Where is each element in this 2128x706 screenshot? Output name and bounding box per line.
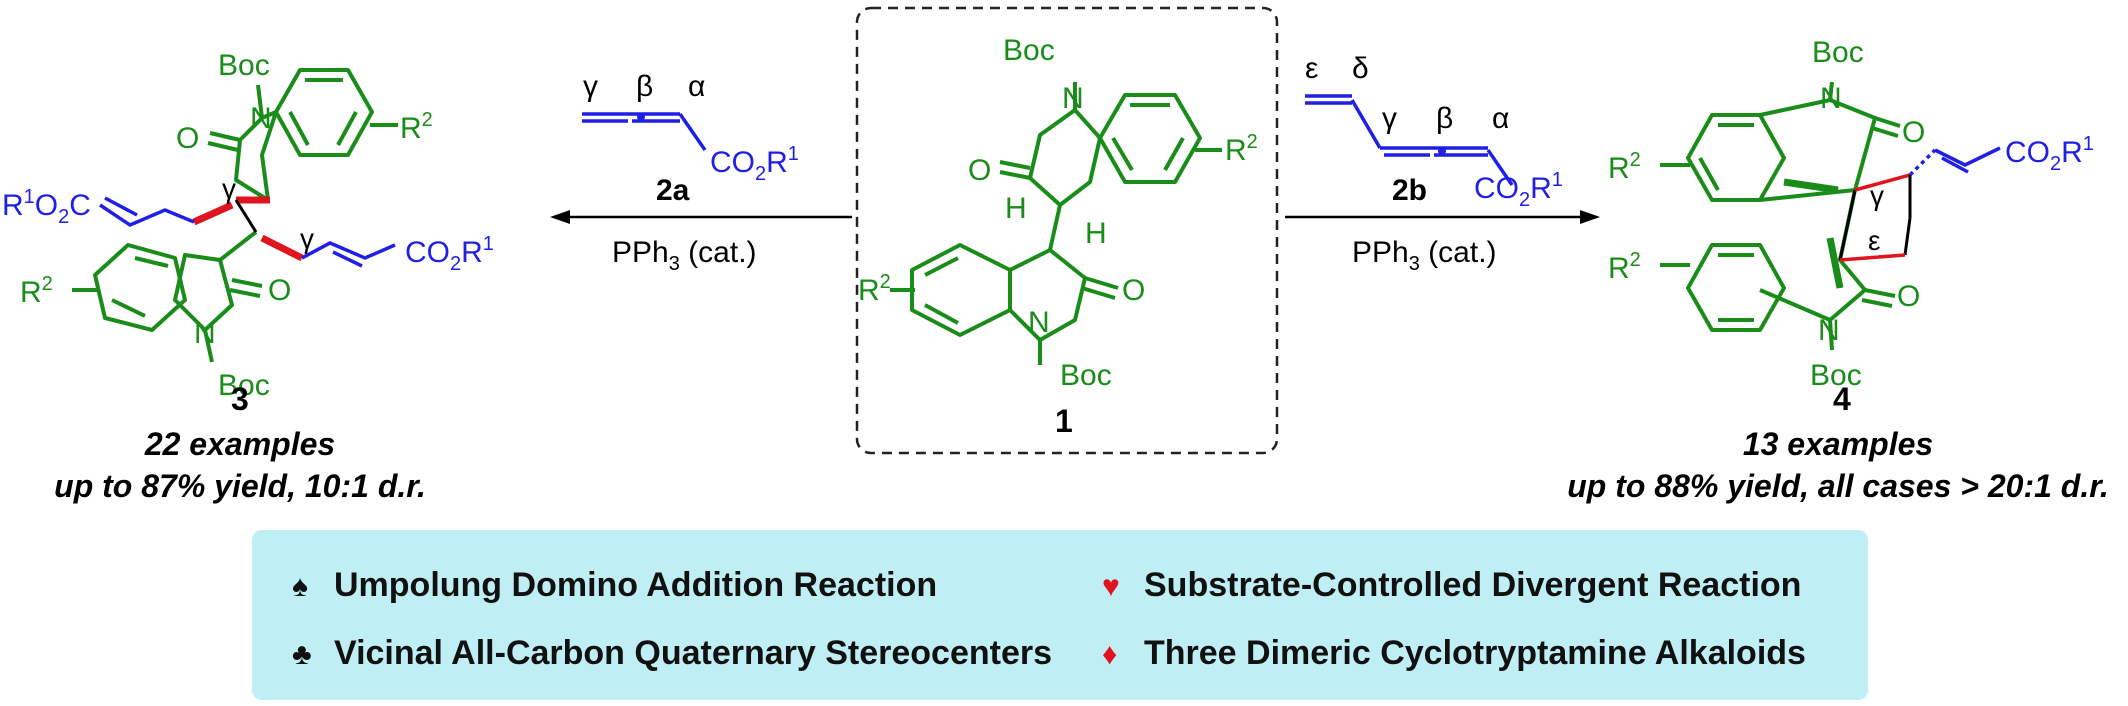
product-4-r2-bottom: R2	[1608, 249, 1641, 285]
product-3-side-chains	[99, 196, 396, 268]
feature-item-umpolung: ♠ Umpolung Domino Addition Reaction	[292, 566, 937, 605]
reactant-1-o-bottom: O	[1122, 274, 1145, 307]
product-3-label: 3	[231, 381, 249, 417]
reactant-1-r2-left: R2	[858, 271, 891, 307]
product-4-boc-bottom: Boc	[1810, 359, 1862, 392]
reagent-2b-label: 2b	[1392, 174, 1427, 207]
reagent-2a-structure	[582, 112, 707, 151]
product-4-ester: CO2R1	[2005, 133, 2094, 175]
reagent-2b-central-carbon	[1438, 147, 1446, 155]
reactant-1-structure	[890, 82, 1222, 365]
reactant-1-boc-top: Boc	[1003, 34, 1055, 67]
product-4-n-bottom: N	[1818, 314, 1840, 347]
product-3-labels: Boc N O O N Boc R2 R2	[20, 49, 433, 402]
reagent-2a-central-carbon	[637, 113, 645, 121]
product-3-r2-top: R2	[400, 109, 433, 145]
arrowhead-left	[550, 210, 570, 224]
diamond-icon: ♦	[1102, 638, 1118, 671]
heart-icon: ♥	[1102, 570, 1120, 603]
product-3-o-top: O	[176, 122, 199, 155]
product-4-cyclopentane	[1838, 189, 1912, 261]
product-3-structure	[72, 68, 398, 363]
product-4-o-top: O	[1902, 116, 1925, 149]
product-4-o-bottom: O	[1897, 280, 1920, 313]
product-4-epsilon: ε	[1868, 225, 1880, 256]
feature-text: Three Dimeric Cyclotryptamine Alkaloids	[1144, 634, 1806, 672]
reagent-2a-ester: CO2R1	[710, 143, 799, 185]
reactant-1-h-bottom: H	[1085, 217, 1107, 250]
feature-item-quaternary: ♣ Vicinal All-Carbon Quaternary Stereocen…	[292, 634, 1052, 673]
product-3-yield: up to 87% yield, 10:1 d.r.	[54, 468, 426, 504]
reagent-2a-alpha: α	[688, 70, 705, 103]
product-4-boc-top: Boc	[1812, 36, 1864, 69]
product-3-boc-bottom: Boc	[218, 369, 270, 402]
reactant-1-dashed-box	[855, 6, 1279, 455]
reagent-2a-gamma: γ	[583, 70, 598, 103]
product-3-n-bottom: N	[194, 317, 216, 350]
reagent-2b-catalyst: PPh3 (cat.)	[1352, 236, 1497, 275]
product-3-gamma-top: γ	[222, 173, 236, 204]
product-4-gamma: γ	[1870, 180, 1884, 211]
reagent-2b-ester: CO2R1	[1474, 169, 1563, 211]
feature-item-divergent: ♥ Substrate-Controlled Divergent Reaction	[1102, 566, 1801, 605]
reagent-2a-labels: γ β α 2a	[583, 70, 705, 207]
product-4-structure	[1660, 81, 1901, 351]
reactant-1-boc-bottom: Boc	[1060, 359, 1112, 392]
feature-text: Vicinal All-Carbon Quaternary Stereocent…	[334, 634, 1053, 672]
reagent-2a-catalyst: PPh3 (cat.)	[612, 236, 757, 275]
product-4-labels: Boc N O O N Boc R2 R2	[1608, 36, 1925, 392]
product-4-n-top: N	[1820, 82, 1842, 115]
product-4-yield: up to 88% yield, all cases > 20:1 d.r.	[1567, 468, 2109, 504]
reactant-1-r2-right: R2	[1225, 131, 1258, 167]
product-4-label: 4	[1833, 381, 1851, 417]
reagent-2b-epsilon: ε	[1305, 52, 1318, 85]
feature-text: Substrate-Controlled Divergent Reaction	[1144, 566, 1802, 604]
reagent-2b-alpha: α	[1492, 102, 1509, 135]
product-3-ester-left: R1O2C	[2, 186, 91, 228]
product-4-side-chain	[1908, 146, 2001, 177]
product-4-r2-top: R2	[1608, 149, 1641, 185]
reagent-2b-structure	[1305, 94, 1514, 186]
product-3-ester-right: CO2R1	[405, 233, 494, 275]
reactant-1-n-bottom: N	[1028, 306, 1050, 339]
reagent-2b-gamma: γ	[1382, 102, 1397, 135]
product-3-examples: 22 examples	[144, 426, 335, 462]
reactant-1-label: 1	[1055, 403, 1073, 439]
reagent-2a-beta: β	[636, 70, 653, 103]
reagent-2a-label: 2a	[656, 174, 690, 207]
product-3-r2-bottom: R2	[20, 273, 53, 309]
spade-icon: ♠	[292, 570, 308, 603]
reagent-2b-labels: ε δ γ β α 2b	[1305, 52, 1509, 207]
features-panel: ♠ Umpolung Domino Addition Reaction ♥ Subs…	[252, 530, 1868, 700]
reactant-1-h-top: H	[1005, 192, 1027, 225]
feature-text: Umpolung Domino Addition Reaction	[334, 566, 938, 604]
reactant-1-n-top: N	[1062, 82, 1084, 115]
product-3-o-bottom: O	[268, 274, 291, 307]
product-3-gamma-bottom: γ	[300, 223, 314, 254]
product-4-examples: 13 examples	[1743, 426, 1933, 462]
reagent-2b-beta: β	[1436, 102, 1453, 135]
product-3-n-top: N	[250, 102, 272, 135]
feature-item-alkaloids: ♦ Three Dimeric Cyclotryptamine Alkaloids	[1102, 634, 1806, 673]
product-3-new-bonds	[192, 196, 304, 262]
reactant-1-labels: Boc N O H H O N Boc R2 R2	[858, 34, 1258, 392]
reactant-1-o-top: O	[968, 154, 991, 187]
club-icon: ♣	[292, 638, 312, 671]
reagent-2b-delta: δ	[1352, 52, 1369, 85]
arrowhead-right	[1580, 210, 1600, 224]
product-4-wedge-bonds	[1783, 178, 1844, 289]
product-3-boc-top: Boc	[218, 49, 270, 82]
product-4-new-bonds	[1839, 173, 1911, 262]
